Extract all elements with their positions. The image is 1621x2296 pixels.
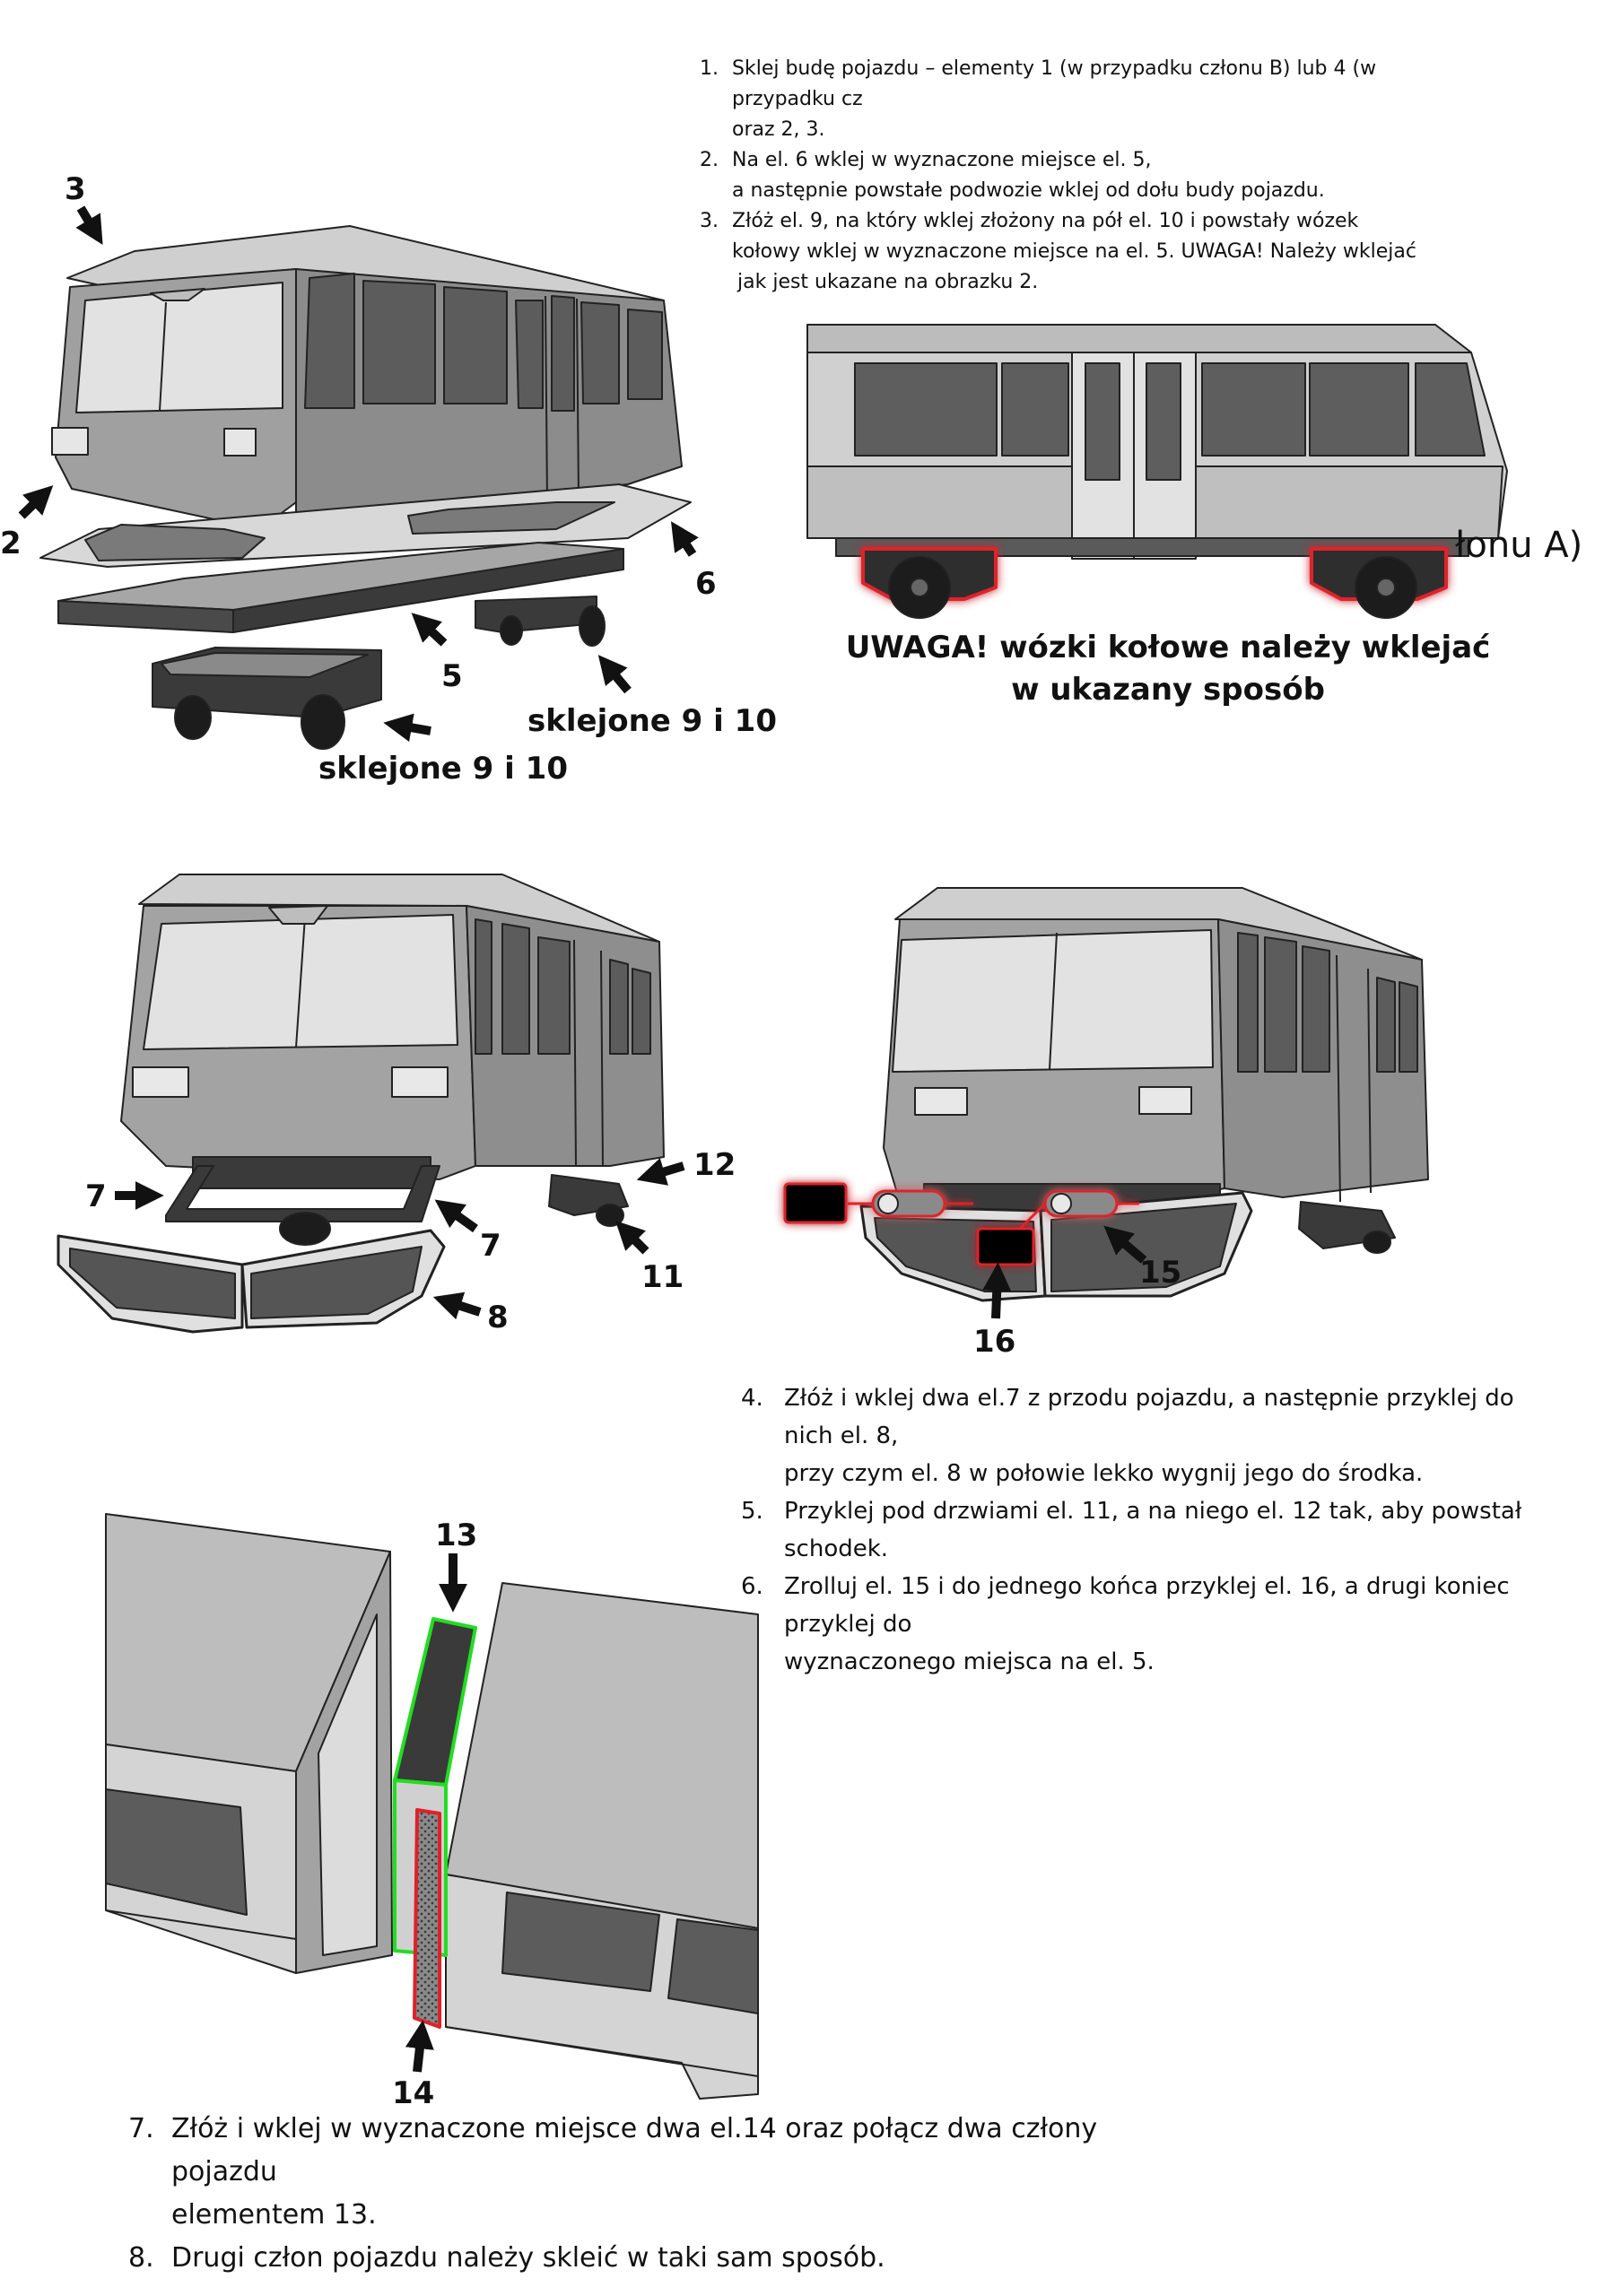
instruction-text-continued: elementem 13.	[171, 2194, 1115, 2237]
instruction-1: 1. Sklej budę pojazdu – elementy 1 (w pr…	[700, 54, 1480, 145]
label-sklejone-right: sklejone 9 i 10	[527, 703, 777, 739]
instructions-top: 1. Sklej budę pojazdu – elementy 1 (w pr…	[700, 54, 1480, 298]
instruction-number: 2.	[700, 145, 719, 176]
instructions-bottom: 7. Złóż i wklej w wyznaczone miejsce dwa…	[128, 2108, 1115, 2280]
instruction-text: Złóż i wklej dwa el.7 z przodu pojazdu, …	[784, 1379, 1566, 1455]
instruction-number: 4.	[741, 1379, 763, 1417]
instruction-4: 4. Złóż i wklej dwa el.7 z przodu pojazd…	[741, 1379, 1566, 1492]
instruction-text: Złóż i wklej w wyznaczone miejsce dwa el…	[171, 2108, 1115, 2194]
figure-5-car-joint	[106, 1514, 758, 2099]
instruction-text: Sklej budę pojazdu – elementy 1 (w przyp…	[732, 54, 1480, 115]
instruction-text-continued: kołowy wklej w wyznaczone miejsce na el.…	[732, 237, 1480, 267]
instruction-text: Drugi człon pojazdu należy skleić w taki…	[171, 2237, 1115, 2280]
figure-3-front-assembly	[58, 874, 664, 1332]
instruction-text: Na el. 6 wklej w wyznaczone miejsce el. …	[732, 145, 1480, 176]
figure-1-exploded-view	[40, 226, 691, 749]
instruction-number: 5.	[741, 1492, 763, 1530]
instruction-5: 5. Przyklej pod drzwiami el. 11, a na ni…	[741, 1492, 1566, 1568]
label-5: 5	[441, 658, 463, 694]
label-7-right: 7	[480, 1228, 501, 1264]
instruction-text: Przyklej pod drzwiami el. 11, a na niego…	[784, 1492, 1566, 1568]
instruction-number: 3.	[700, 206, 719, 237]
instruction-text: Złóż el. 9, na który wklej złożony na pó…	[732, 206, 1480, 237]
label-6: 6	[695, 566, 717, 602]
instruction-number: 6.	[741, 1568, 763, 1605]
instruction-text-continued-2: jak jest ukazane na obrazku 2.	[732, 267, 1480, 298]
instruction-number: 7.	[128, 2108, 154, 2151]
label-12: 12	[693, 1147, 736, 1183]
figure-2-side-view	[807, 325, 1507, 618]
label-15: 15	[1139, 1255, 1181, 1291]
label-sklejone-left: sklejone 9 i 10	[318, 751, 568, 787]
instruction-6: 6. Zrolluj el. 15 i do jednego końca prz…	[741, 1568, 1566, 1681]
warning-line-1: UWAGA! wózki kołowe należy wklejać	[846, 630, 1491, 665]
instruction-text-continued: przy czym el. 8 w połowie lekko wygnij j…	[784, 1455, 1566, 1492]
label-13: 13	[435, 1518, 477, 1553]
instruction-text-continued: wyznaczonego miejsca na el. 5.	[784, 1643, 1566, 1681]
instructions-middle: 4. Złóż i wklej dwa el.7 z przodu pojazd…	[741, 1379, 1566, 1681]
instruction-2: 2. Na el. 6 wklej w wyznaczone miejsce e…	[700, 145, 1480, 206]
instruction-text-continued: a następnie powstałe podwozie wklej od d…	[732, 176, 1480, 206]
instruction-number: 8.	[128, 2237, 154, 2280]
warning-line-2: w ukazany sposób	[1011, 672, 1325, 708]
label-11: 11	[641, 1259, 684, 1295]
instruction-3: 3. Złóż el. 9, na który wklej złożony na…	[700, 206, 1480, 298]
instruction-7: 7. Złóż i wklej w wyznaczone miejsce dwa…	[128, 2108, 1115, 2237]
figure-4-coupler-assembly	[785, 888, 1428, 1300]
label-8: 8	[487, 1300, 509, 1335]
label-16: 16	[973, 1324, 1015, 1360]
instruction-number: 1.	[700, 54, 719, 84]
label-7-left: 7	[85, 1178, 107, 1214]
label-14: 14	[392, 2075, 434, 2111]
instruction-text: Zrolluj el. 15 i do jednego końca przykl…	[784, 1568, 1566, 1643]
label-2: 2	[0, 526, 22, 561]
instruction-8: 8. Drugi człon pojazdu należy skleić w t…	[128, 2237, 1115, 2280]
label-3: 3	[65, 171, 86, 207]
instruction-text-continued: oraz 2, 3.	[732, 115, 1480, 145]
figure-2-warning: UWAGA! wózki kołowe należy wklejać w uka…	[846, 630, 1491, 708]
clipped-overlay-text: łonu A)	[1455, 525, 1582, 566]
